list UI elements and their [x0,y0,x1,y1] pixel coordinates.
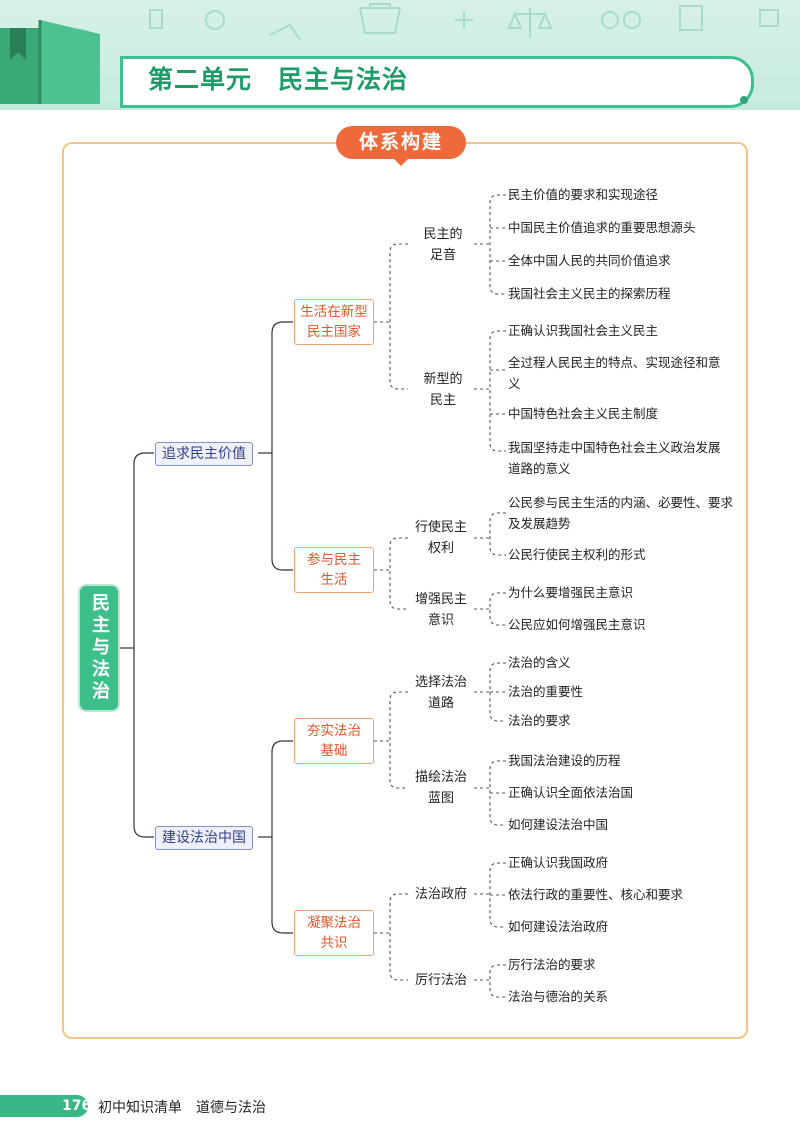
ring-icon [601,11,619,29]
ring-icon [623,11,641,29]
footer-book-title: 初中知识清单 道德与法治 [98,1100,266,1116]
point-item: 如何建设法治中国 [508,817,609,832]
sub-branch-node: 夯实法治基础 [294,718,374,764]
section-label-pointer [393,158,409,166]
point-item: 中国民主价值追求的重要思想源头 [508,220,696,235]
section-label: 体系构建 [336,126,466,159]
point-item: 正确认识全面依法治国 [508,785,634,800]
doodle-icon [759,9,779,27]
point-item: 为什么要增强民主意识 [508,585,634,600]
point-item: 正确认识我国政府 [508,855,609,870]
doodle-icon [269,23,301,41]
topic-node: 选择法治道路 [414,675,467,711]
topic-node: 增强民主意识 [414,592,467,628]
sub-branch-node: 生活在新型民主国家 [294,299,374,345]
branch-node: 追求民主价值 [155,442,253,466]
book-icon [0,20,100,104]
point-item: 我国法治建设的历程 [508,753,621,768]
gate-icon [358,3,402,34]
book-icon [679,5,703,31]
point-item: 法治的含义 [508,655,571,670]
point-item: 公民应如何增强民主意识 [508,617,646,632]
point-item: 中国特色社会主义民主制度 [508,406,659,421]
doodle-icon [205,10,225,30]
topic-node: 民主的足音 [423,227,463,263]
footer-page-tab [0,1095,88,1117]
point-item: 法治与德治的关系 [508,989,609,1004]
point-item: 我国坚持走中国特色社会主义政治发展道路的意义 [508,440,721,476]
sub-branch-node: 凝聚法治共识 [294,910,374,956]
point-item: 全体中国人民的共同价值追求 [508,253,671,268]
root-node: 民主与法治 [80,586,118,710]
topic-node: 行使民主权利 [414,520,467,556]
point-item: 公民参与民主生活的内涵、必要性、要求及发展趋势 [508,495,734,531]
page-number: 176 [62,1098,92,1114]
point-item: 正确认识我国社会主义民主 [508,323,659,338]
header-title-bar [120,56,754,108]
point-item: 法治的要求 [508,713,571,728]
doodle-icon [455,12,473,28]
header-dot [740,96,748,104]
page-title: 第二单元 民主与法治 [148,65,409,94]
point-item: 我国社会主义民主的探索历程 [508,286,671,301]
doodle-icon [149,9,163,29]
topic-node: 法治政府 [414,887,467,902]
topic-node: 厉行法治 [414,973,467,988]
scale-icon [507,8,553,38]
point-item: 依法行政的重要性、核心和要求 [508,887,684,902]
topic-node: 新型的民主 [423,372,463,408]
point-item: 厉行法治的要求 [508,957,596,972]
branch-node: 建设法治中国 [155,826,253,850]
mind-map-panel [62,142,748,1039]
point-item: 全过程人民民主的特点、实现途径和意义 [508,355,721,391]
point-item: 公民行使民主权利的形式 [508,547,646,562]
topic-node: 描绘法治蓝图 [414,770,467,806]
point-item: 民主价值的要求和实现途径 [508,187,659,202]
sub-branch-node: 参与民主生活 [294,547,374,593]
point-item: 法治的重要性 [508,684,584,699]
point-item: 如何建设法治政府 [508,919,609,934]
